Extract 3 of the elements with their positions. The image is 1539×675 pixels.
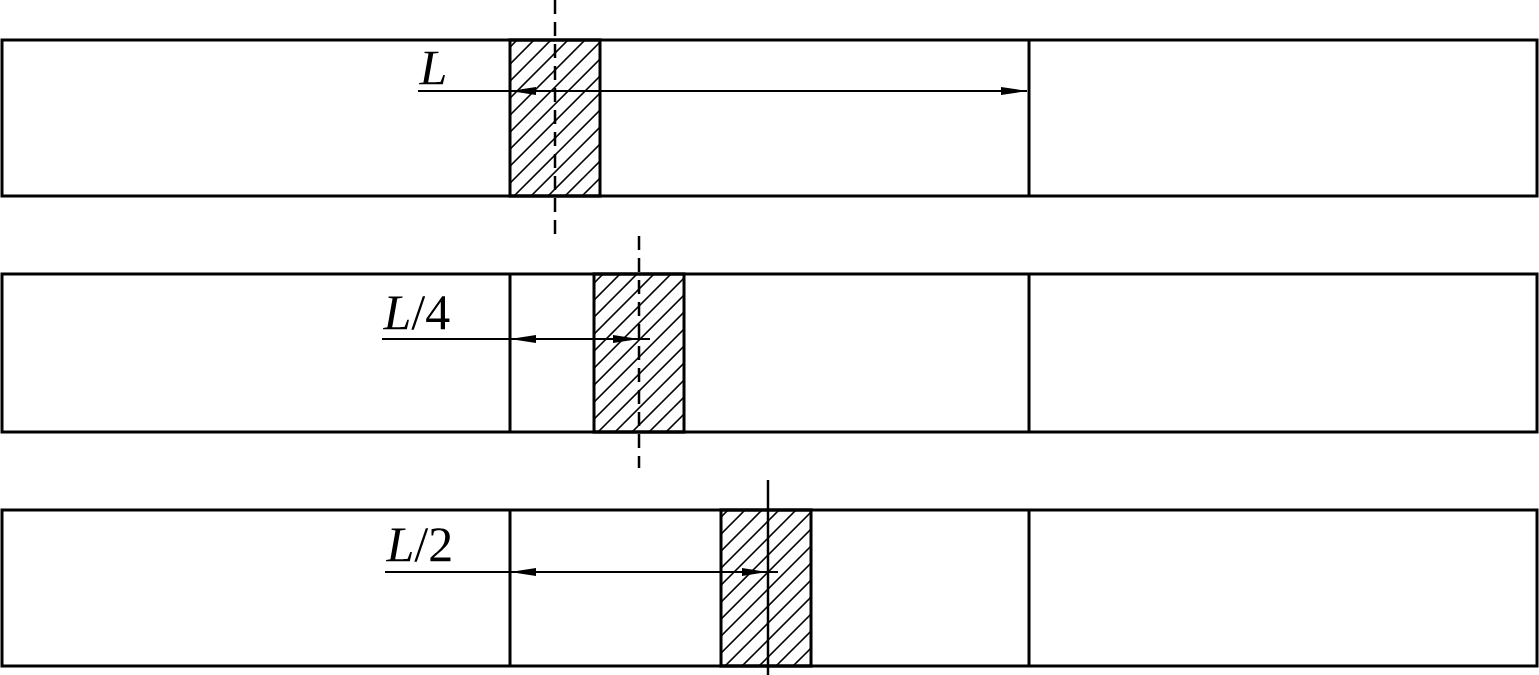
dimension-label: L (418, 51, 445, 85)
dimension-label: L/2 (385, 528, 451, 562)
dimension-label: L/4 (382, 296, 450, 330)
